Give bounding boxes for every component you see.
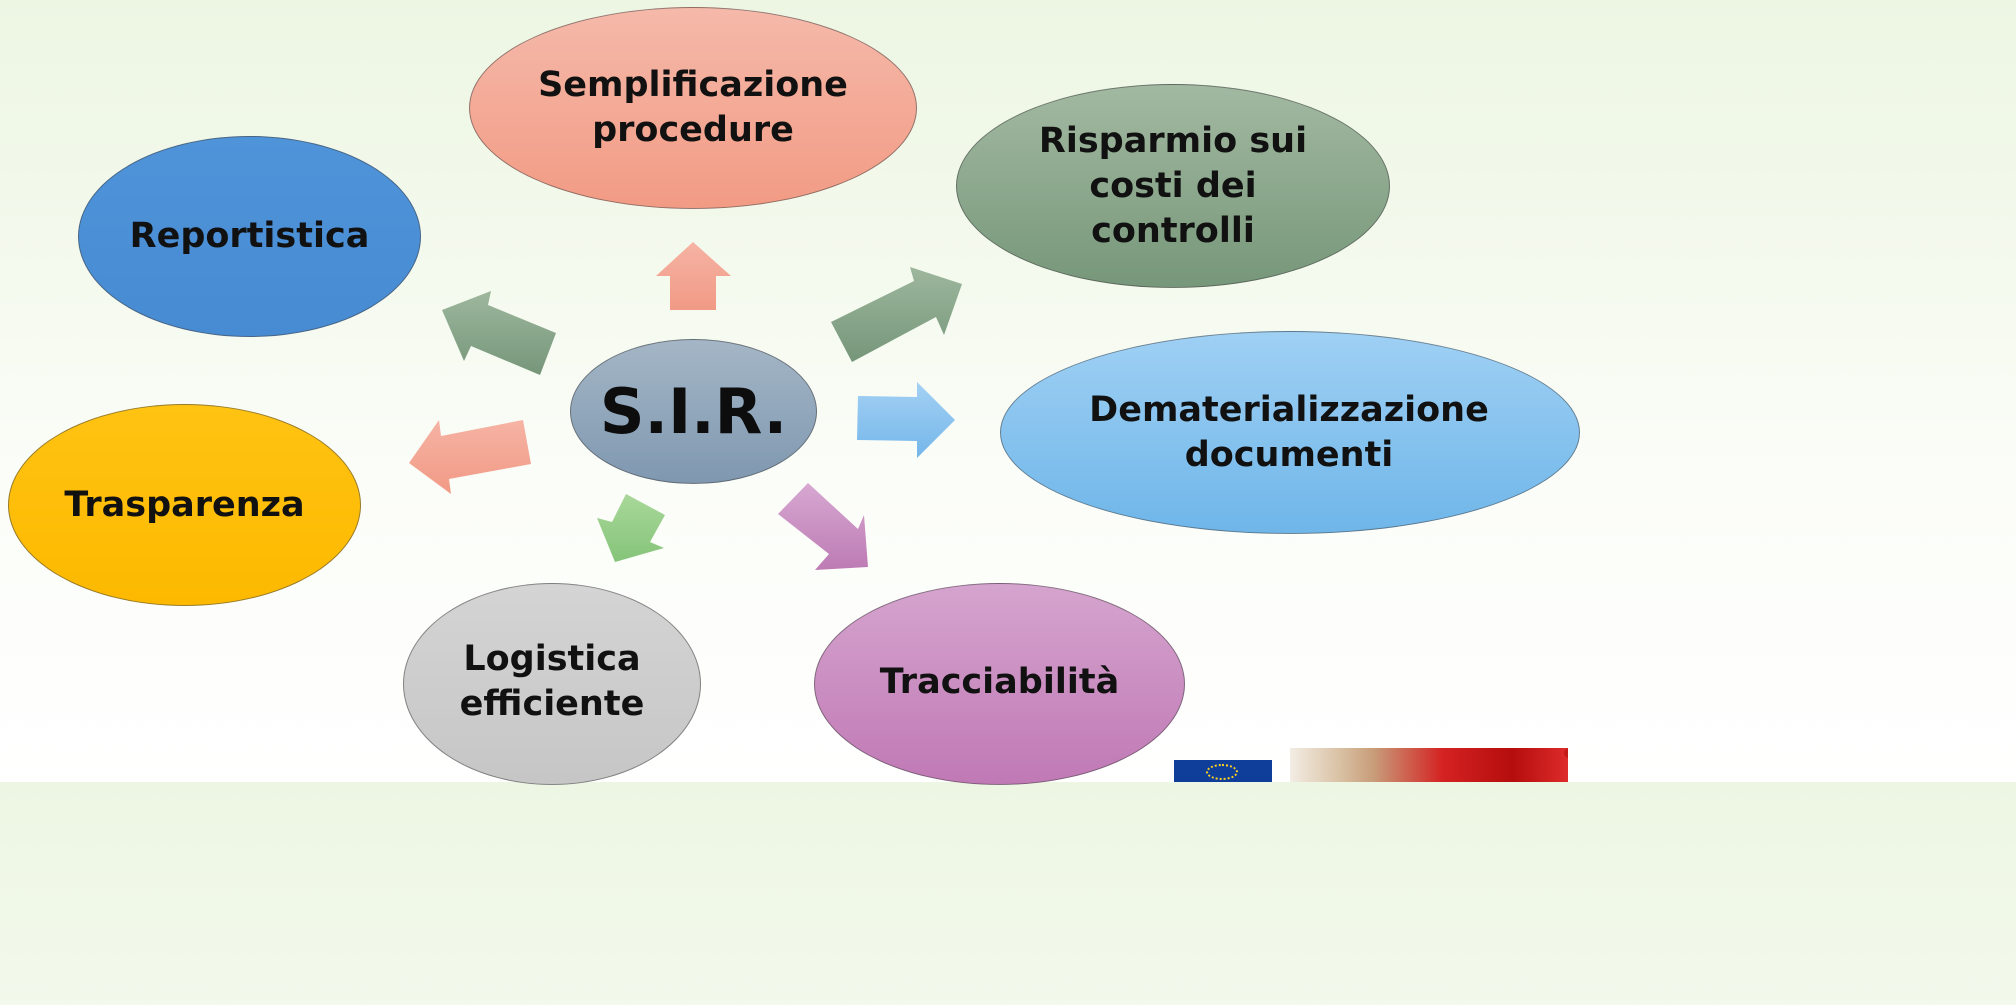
node-semplificazione-line1: Semplificazione — [538, 65, 848, 105]
center-node: S.I.R. — [570, 339, 817, 484]
diagram: S.I.R. Semplificazione procedure Risparm… — [8, 7, 1580, 785]
arrows-layer — [409, 242, 962, 570]
node-reportistica: Reportistica — [78, 136, 421, 337]
node-logistica-efficiente: Logistica efficiente — [403, 583, 701, 785]
node-reportistica-label: Reportistica — [129, 216, 370, 256]
arrow-up — [656, 242, 731, 310]
arrow-upper-right — [831, 267, 962, 362]
node-dematerializzazione-documenti: Dematerializzazione documenti — [1000, 331, 1580, 534]
node-dematerializzazione-line1: Dematerializzazione — [1089, 389, 1489, 430]
arrow-right — [857, 382, 955, 458]
node-risparmio-costi-controlli: Risparmio sui costi dei controlli — [956, 84, 1390, 288]
node-trasparenza-label: Trasparenza — [64, 484, 305, 525]
node-risparmio-line2: costi dei — [1089, 165, 1257, 206]
sponsor-logo — [1290, 748, 1568, 782]
arrow-left — [409, 420, 531, 494]
node-semplificazione-line2: procedure — [592, 110, 794, 150]
node-trasparenza: Trasparenza — [8, 404, 361, 606]
eu-stars-icon — [1206, 764, 1238, 780]
logo-dot-icon — [1564, 748, 1568, 758]
node-tracciabilita-label: Tracciabilità — [879, 661, 1120, 702]
node-tracciabilita: Tracciabilità — [814, 583, 1185, 785]
node-dematerializzazione-line2: documenti — [1184, 434, 1394, 475]
arrow-lower-left — [597, 494, 665, 562]
footer-logos — [1172, 748, 1568, 782]
center-label: S.I.R. — [599, 374, 788, 448]
arrow-lower-right — [778, 483, 868, 570]
arrow-upper-left — [442, 291, 556, 375]
node-semplificazione-procedure: Semplificazione procedure — [469, 7, 917, 209]
node-logistica-line1: Logistica — [463, 639, 641, 679]
eu-flag-logo — [1174, 760, 1272, 782]
node-risparmio-line3: controlli — [1091, 210, 1255, 251]
node-risparmio-line1: Risparmio sui — [1038, 120, 1308, 161]
node-logistica-line2: efficiente — [459, 684, 645, 724]
